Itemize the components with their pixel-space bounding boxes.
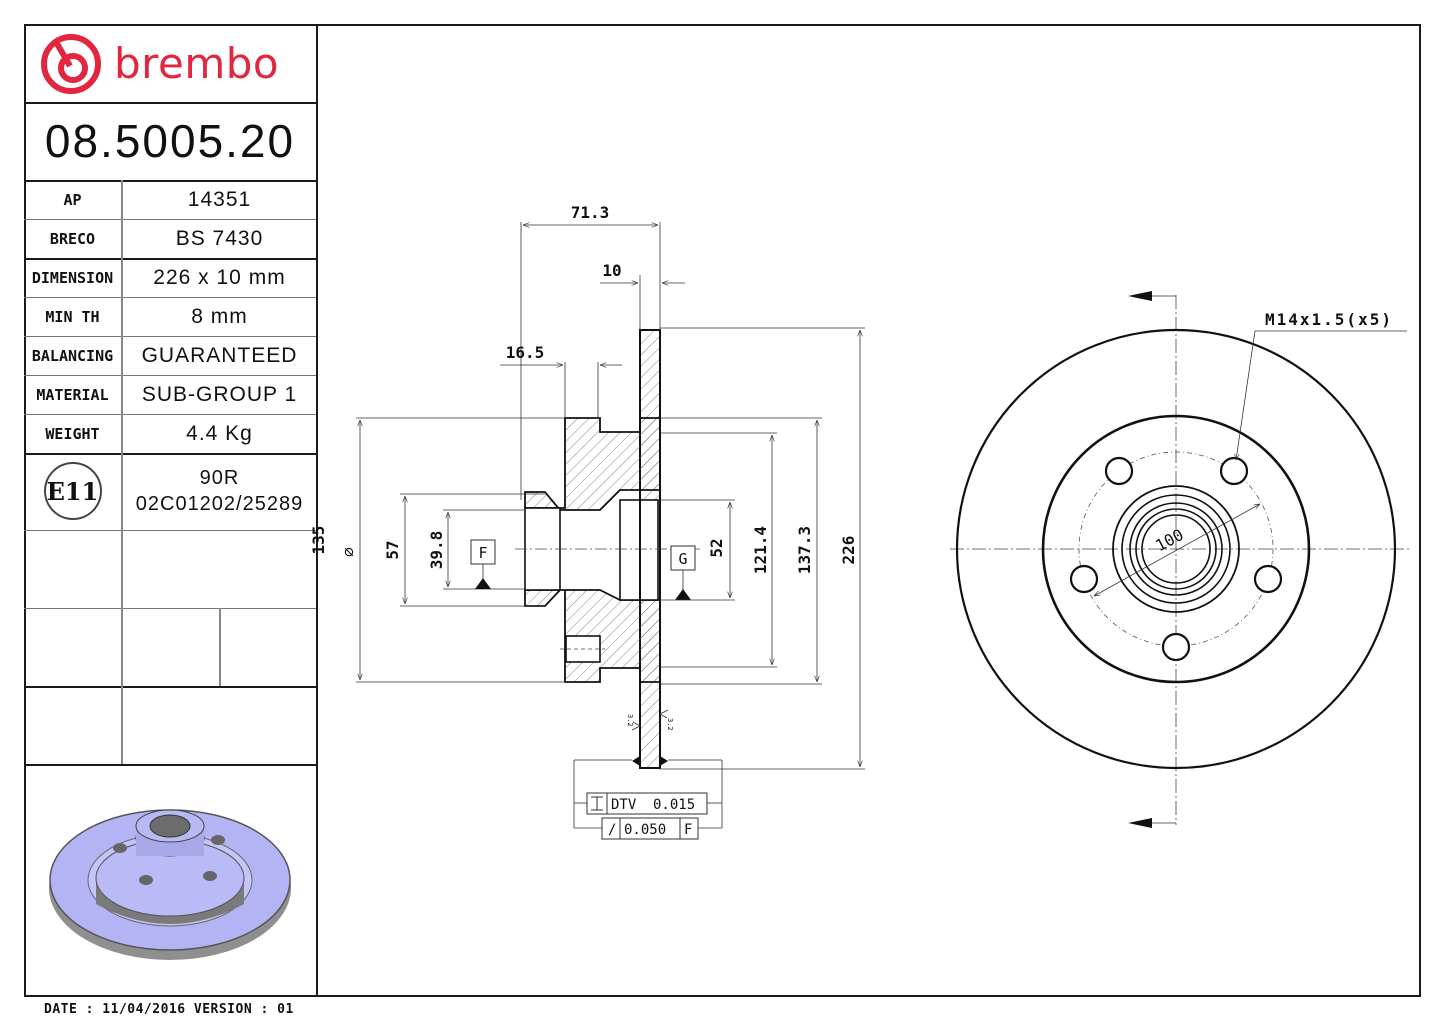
e-mark-icon: E11 <box>43 462 102 520</box>
blank-cell <box>24 608 123 686</box>
brake-disc-render-icon <box>49 809 291 960</box>
spec-row-breco: BRECO BS 7430 <box>24 219 316 260</box>
title-block: brembo 08.5005.20 AP 14351 BRECO BS 7430… <box>24 24 318 997</box>
spec-value: GUARANTEED <box>141 343 298 367</box>
spec-value: 4.4 Kg <box>186 421 253 445</box>
spec-value: 8 mm <box>191 304 248 328</box>
brand-logo: brembo <box>24 24 316 104</box>
certification-mark-cell: E11 <box>24 452 123 530</box>
blank-cell <box>24 686 123 764</box>
spec-label: MIN TH <box>24 297 123 336</box>
blank-cell <box>24 530 123 608</box>
spec-label: MATERIAL <box>24 375 123 414</box>
spec-value: 226 x 10 mm <box>153 265 286 289</box>
regulation-number: 90R <box>199 467 240 489</box>
spec-label: AP <box>24 180 123 219</box>
blank-row <box>24 530 316 609</box>
spec-label: WEIGHT <box>24 414 123 453</box>
brembo-logo-icon <box>41 34 101 94</box>
blank-cell <box>123 608 221 686</box>
spec-row-material: MATERIAL SUB-GROUP 1 <box>24 375 316 415</box>
spec-row-dimension: DIMENSION 226 x 10 mm <box>24 258 316 298</box>
spec-value: SUB-GROUP 1 <box>141 382 298 406</box>
spec-row-ap: AP 14351 <box>24 180 316 220</box>
approval-number: 02C01202/25289 <box>135 493 304 515</box>
drawing-frame <box>24 24 1421 997</box>
disc-3d-render <box>24 766 316 995</box>
spec-label: DIMENSION <box>24 258 123 297</box>
spec-row-min-th: MIN TH 8 mm <box>24 297 316 337</box>
blank-row <box>24 686 316 766</box>
brand-name: brembo <box>114 38 280 88</box>
spec-row-balancing: BALANCING GUARANTEED <box>24 336 316 376</box>
spec-row-weight: WEIGHT 4.4 Kg <box>24 414 316 455</box>
spec-value: 14351 <box>187 187 252 211</box>
spec-label: BALANCING <box>24 336 123 375</box>
part-number: 08.5005.20 <box>44 115 296 167</box>
footer-date-version: DATE : 11/04/2016 VERSION : 01 <box>44 1002 294 1017</box>
certification-text: 90R 02C01202/25289 <box>123 452 316 530</box>
spec-value: BS 7430 <box>175 226 264 250</box>
spec-label: BRECO <box>24 219 123 258</box>
part-number-box: 08.5005.20 <box>24 102 316 182</box>
certification-row: E11 90R 02C01202/25289 <box>24 452 316 531</box>
blank-row <box>24 608 316 688</box>
